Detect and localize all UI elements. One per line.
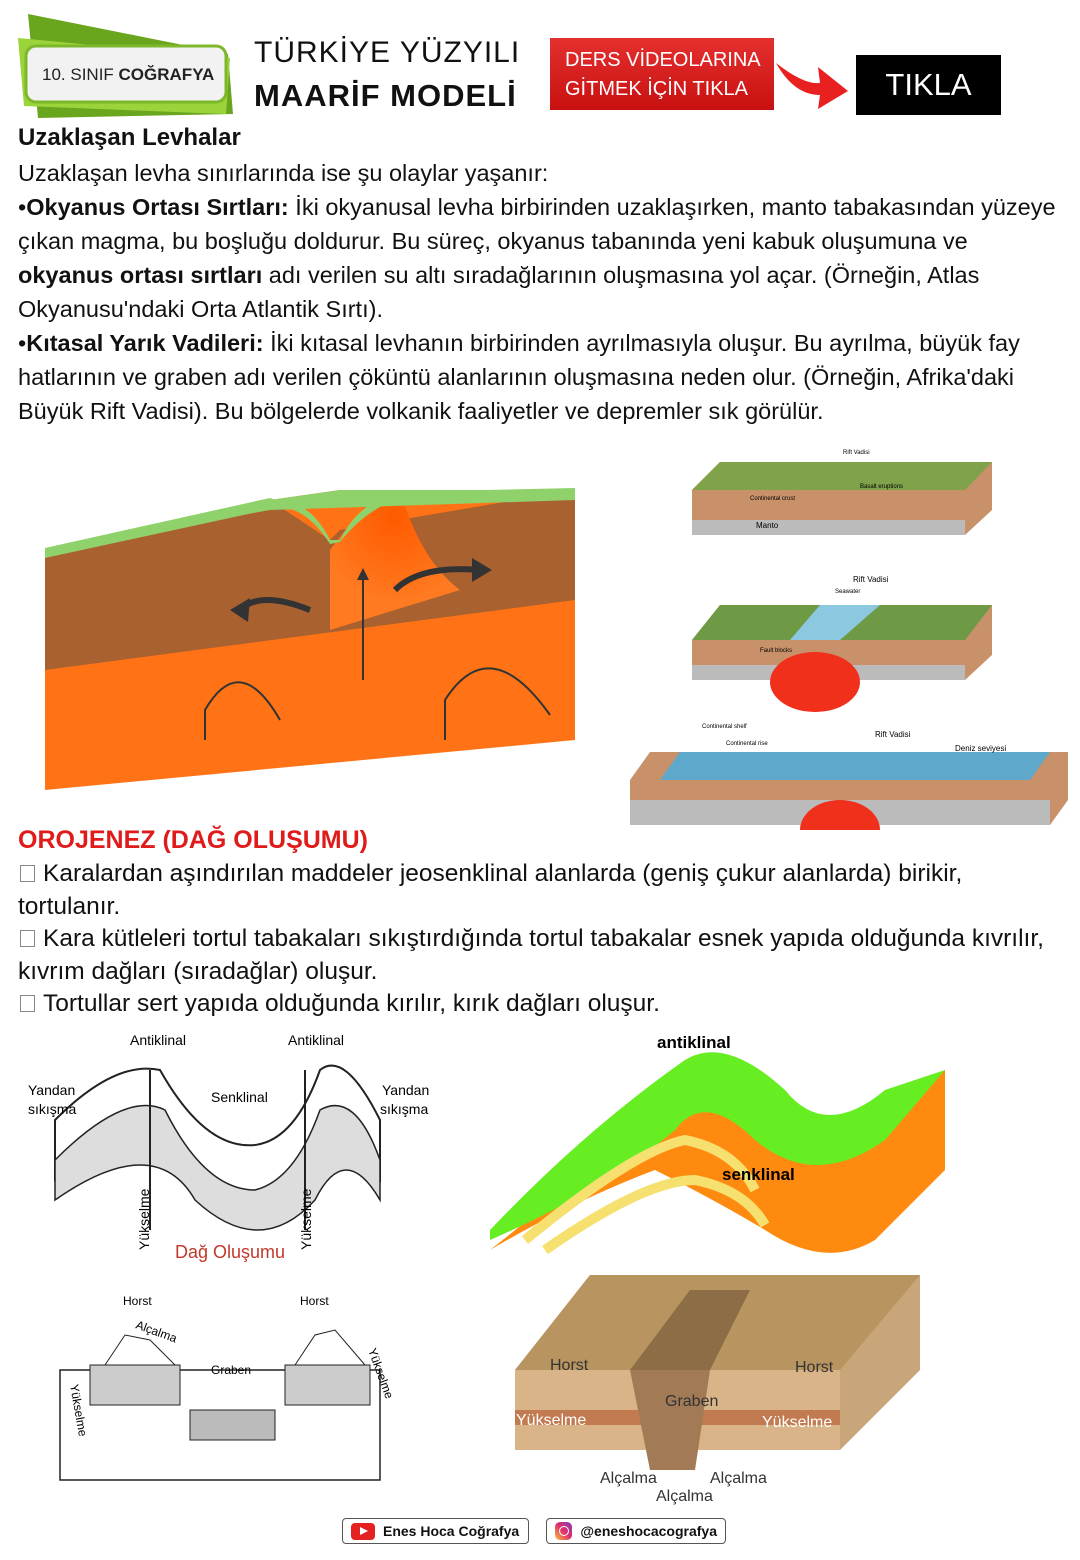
list-item: Kara kütleleri tortul tabakaları sıkıştı… — [18, 925, 1044, 985]
label-yandan-left: Yandan — [28, 1082, 75, 1098]
label-horst-1: Horst — [123, 1294, 152, 1308]
label-yukselme-2: Yükselme — [298, 1188, 314, 1250]
paragraph-ocean-ridges: •Okyanus Ortası Sırtları: İki okyanusal … — [18, 194, 1056, 322]
paragraph-rift-valleys: •Kıtasal Yarık Vadileri: İki kıtasal lev… — [18, 330, 1020, 424]
tikla-button[interactable]: TIKLA — [856, 55, 1001, 115]
checkbox-icon — [20, 865, 35, 882]
checkbox-icon — [20, 995, 35, 1012]
fold-caption: Dağ Oluşumu — [175, 1242, 285, 1262]
label-rift-valley-2: Rift Vadisi — [853, 575, 889, 584]
orogeny-list: Karalardan aşındırılan maddeler jeosenkl… — [18, 858, 1068, 1021]
video-button-line2: GİTMEK İÇİN TIKLA — [565, 78, 748, 100]
course-label: 10. SINIF COĞRAFYA — [42, 65, 215, 84]
horst-graben-3d-diagram: Horst Horst Graben Yükselme Yükselme Alç… — [515, 1275, 920, 1505]
list-item: Karalardan aşındırılan maddeler jeosenkl… — [18, 860, 963, 920]
label-graben-3d: Graben — [665, 1393, 718, 1410]
label-alcalma-3d-1: Alçalma — [600, 1470, 657, 1487]
youtube-link[interactable]: Enes Hoca Coğrafya — [342, 1518, 529, 1544]
label-yandan-right: Yandan — [382, 1082, 429, 1098]
video-button-line1: DERS VİDEOLARINA — [565, 49, 761, 71]
label-senklinal: Senklinal — [211, 1089, 268, 1105]
section-heading: Uzaklaşan Levhalar — [18, 124, 241, 151]
title-line2: MAARİF MODELİ — [254, 78, 517, 113]
label-sea-level: Deniz seviyesi — [955, 744, 1006, 753]
label-mantle: Manto — [756, 521, 779, 530]
youtube-label: Enes Hoca Coğrafya — [383, 1523, 520, 1539]
label-sikisma-left: sıkışma — [28, 1101, 76, 1117]
video-link-button[interactable]: DERS VİDEOLARINA GİTMEK İÇİN TIKLA — [550, 38, 774, 110]
section-body: Uzaklaşan levha sınırlarında ise şu olay… — [18, 156, 1068, 428]
label-continental-crust: Continental crust — [750, 496, 795, 502]
label-alcalma-3d-3: Alçalma — [656, 1488, 713, 1505]
orogeny-heading: OROJENEZ (DAĞ OLUŞUMU) — [18, 826, 368, 854]
title-line1: TÜRKİYE YÜZYILI — [254, 36, 521, 69]
youtube-icon — [351, 1522, 375, 1540]
instagram-link[interactable]: @eneshocacografya — [546, 1518, 726, 1544]
label-continental-shelf: Continental shelf — [702, 724, 747, 730]
label-continental-rise: Continental rise — [726, 741, 768, 747]
label-antiklinal-3d: antiklinal — [657, 1033, 731, 1052]
label-fault-blocks: Fault blocks — [760, 648, 792, 654]
checkbox-icon — [20, 930, 35, 947]
intro-text: Uzaklaşan levha sınırlarında ise şu olay… — [18, 160, 549, 186]
label-graben: Graben — [211, 1363, 251, 1377]
label-alcalma-3d-2: Alçalma — [710, 1470, 767, 1487]
instagram-label: @eneshocacografya — [580, 1523, 717, 1539]
horst-graben-diagram: Horst Horst Graben Alçalma Yükselme Yüks… — [59, 1294, 395, 1481]
fold-3d-diagram: antiklinal senklinal — [490, 1033, 945, 1255]
label-seawater: Seawater — [835, 589, 860, 595]
label-yukselme-3d-1: Yükselme — [516, 1412, 586, 1429]
fold-mountain-diagram: Antiklinal Antiklinal Senklinal Yandan s… — [28, 1032, 429, 1262]
course-badge — [18, 14, 233, 118]
label-senklinal-3d: senklinal — [722, 1165, 795, 1184]
label-yukselme-1: Yükselme — [136, 1188, 152, 1250]
label-antiklinal-2: Antiklinal — [288, 1032, 344, 1048]
label-basalt-eruptions: Basalt eruptions — [860, 484, 903, 490]
rift-valley-diagrams: Rift Vadisi Continental crust Basalt eru… — [630, 450, 1068, 830]
label-rift-valley: Rift Vadisi — [843, 450, 870, 456]
label-horst-2: Horst — [300, 1294, 329, 1308]
label-horst-3d-1: Horst — [550, 1357, 589, 1374]
label-antiklinal-1: Antiklinal — [130, 1032, 186, 1048]
arrow-right-icon — [776, 63, 848, 109]
instagram-icon — [555, 1522, 573, 1540]
label-rift-valley-3: Rift Vadisi — [875, 730, 911, 739]
divergent-plate-diagram — [45, 488, 575, 790]
list-item: Tortullar sert yapıda olduğunda kırılır,… — [18, 988, 1068, 1021]
label-yukselme-3d-2: Yükselme — [762, 1414, 832, 1431]
label-alcalma: Alçalma — [134, 1318, 179, 1346]
label-horst-3d-2: Horst — [795, 1359, 834, 1376]
label-sikisma-right: sıkışma — [380, 1101, 428, 1117]
